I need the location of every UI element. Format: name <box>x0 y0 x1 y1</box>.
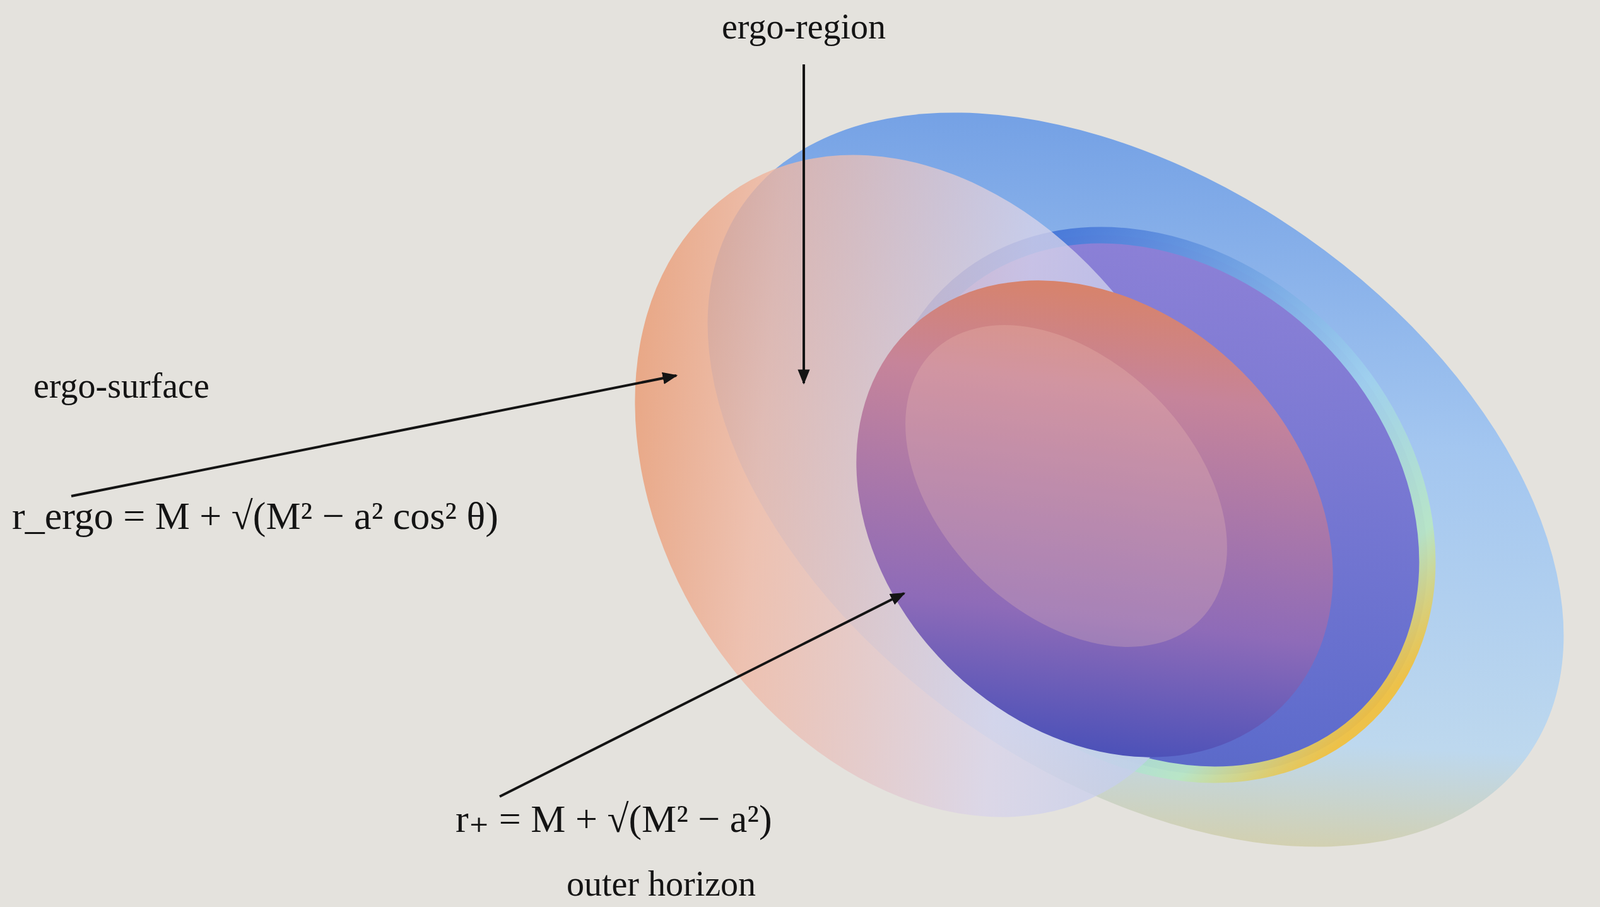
region-label: ergo-region <box>721 6 886 47</box>
horizon-shading <box>842 262 1289 709</box>
leader-arrow <box>802 64 806 383</box>
horizon-formula: r₊ = M + √(M² − a²) <box>455 796 773 842</box>
ergo-formula: r_ergo = M + √(M² − a² cos² θ) <box>11 493 499 539</box>
leader-arrow <box>499 593 905 797</box>
horizon-label: outer horizon <box>566 863 756 904</box>
outer-horizon-shape <box>760 184 1430 854</box>
surface-label: ergo-surface <box>33 365 210 406</box>
